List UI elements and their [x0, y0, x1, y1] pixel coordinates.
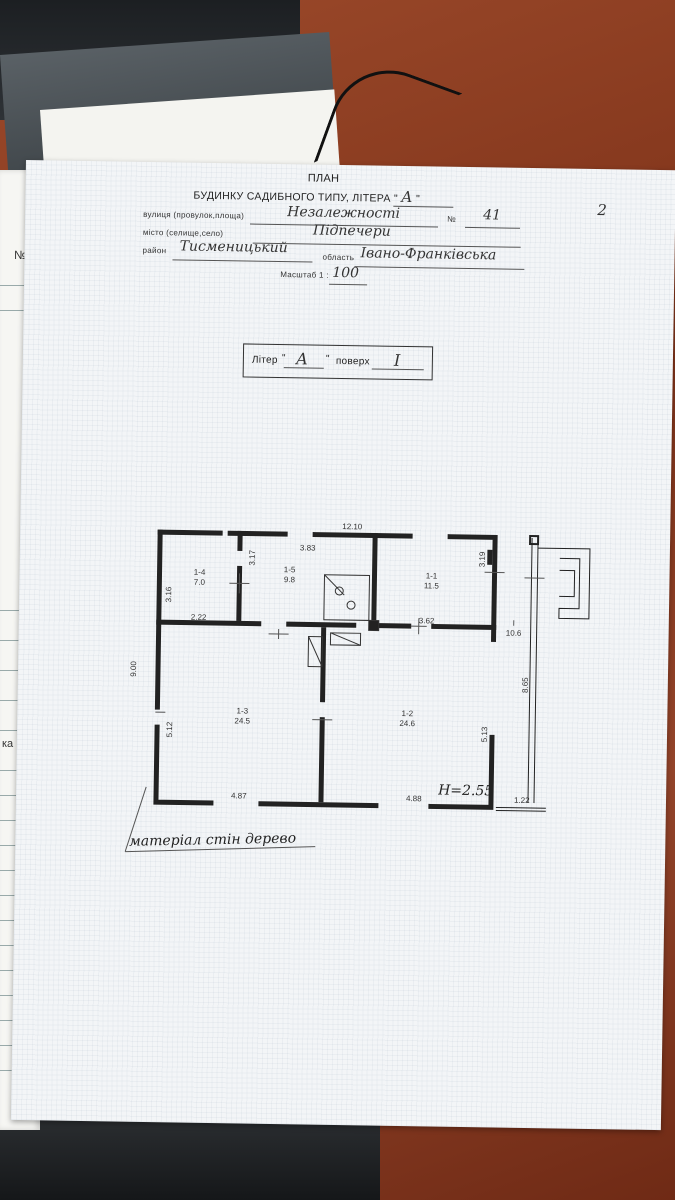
dim-left-total: 9.00	[129, 661, 138, 677]
dim-porch-w: 1.22	[514, 796, 530, 805]
dim-bottom-left: 4.87	[231, 791, 247, 800]
floor-box: Літер " А " поверх I	[242, 343, 434, 381]
city-value: Підпечери	[312, 222, 391, 240]
dim-room14-h: 3.16	[164, 586, 173, 602]
doc-subtitle: БУДИНКУ САДИБНОГО ТИПУ, ЛІТЕРА " А "	[193, 187, 421, 207]
wall-outer-top-right	[312, 532, 413, 539]
floor-plan: 12.10 3.83 9.00 3.16 2.22 3.17 3.19 3.62…	[124, 522, 591, 853]
dim-room14-w: 2.22	[191, 613, 207, 622]
wall-room14-bottom	[156, 619, 262, 627]
dim-room12-h: 5.13	[480, 726, 489, 742]
doc-title: ПЛАН	[307, 172, 340, 185]
dim-room11-w: 3.62	[419, 616, 435, 625]
street-label: вулиця (провулок,площа)	[143, 209, 245, 221]
wall-kitchen	[431, 623, 497, 630]
city-label: місто (селище,село)	[142, 227, 224, 239]
number-value: 41	[483, 207, 502, 224]
dim-room11-h: 3.19	[478, 551, 487, 567]
floor-litera-value: А	[295, 349, 309, 369]
wall-room15-right	[371, 532, 378, 624]
litera-handwritten: А	[401, 187, 413, 207]
district-label: район	[142, 245, 167, 256]
dim-room13-h: 5.12	[165, 721, 174, 737]
floor-label: поверх	[335, 355, 370, 368]
room-1-2-area: 24.6	[399, 719, 415, 728]
wall-outer-bottom-mid	[258, 801, 379, 809]
wall-corridor	[286, 621, 412, 629]
left-page-fragment: ка	[2, 738, 14, 750]
scale-label: Масштаб 1 :	[280, 270, 329, 280]
dim-right-total: 8.65	[521, 677, 530, 693]
room-1-3-id: 1-3	[237, 706, 249, 715]
room-I-area: 10.6	[506, 629, 522, 638]
dim-top-room: 3.83	[300, 543, 316, 552]
region-label: область	[322, 252, 355, 263]
wall-outer-left-low	[153, 724, 214, 806]
plan-document-page: 2 ПЛАН БУДИНКУ САДИБНОГО ТИПУ, ЛІТЕРА " …	[10, 160, 675, 1131]
material-note: матеріал стін дерево	[129, 831, 296, 850]
scale-value: 100	[332, 264, 360, 282]
wall-room13-right	[318, 627, 327, 803]
wall-outer-top-end	[447, 534, 498, 642]
street-value: Незалежності	[287, 204, 401, 222]
dim-top-total: 12.10	[342, 522, 363, 531]
dim-room15-h: 3.17	[248, 549, 257, 565]
room-1-4-area: 7.0	[194, 578, 206, 587]
room-1-5-area: 9.8	[284, 575, 296, 584]
room-1-1-area: 11.5	[424, 581, 440, 590]
binder-bottom	[0, 1120, 380, 1200]
floor-value: I	[393, 350, 401, 370]
wall-outer-bottom-right	[428, 734, 495, 810]
room-1-5-id: 1-5	[284, 565, 296, 574]
region-value: Івано-Франківська	[360, 245, 497, 264]
room-1-3-area: 24.5	[234, 716, 250, 725]
dim-bottom-right: 4.88	[406, 794, 422, 803]
number-label: №	[447, 214, 457, 224]
page-number: 2	[597, 200, 607, 220]
district-value: Тисменицький	[179, 238, 288, 257]
room-I-id: I	[513, 619, 515, 628]
room-1-1-id: 1-1	[426, 571, 438, 580]
room-1-4-id: 1-4	[194, 568, 206, 577]
room-1-2-id: 1-2	[402, 709, 414, 718]
height-note: H=2.55	[437, 783, 493, 800]
wall-outer-top-left	[157, 529, 223, 536]
floor-litera-label: Літер	[251, 354, 278, 366]
